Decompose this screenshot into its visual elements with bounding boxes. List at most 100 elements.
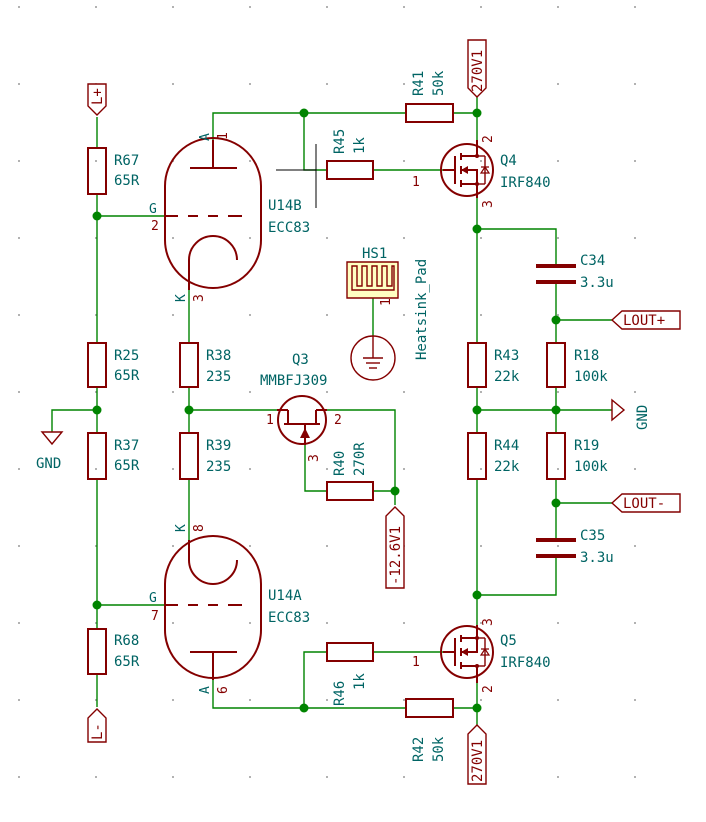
resistor-r25-value: 65R (114, 368, 140, 384)
grid-dot (634, 776, 636, 778)
grid-dot (172, 776, 174, 778)
resistor-r42-value: 50k (431, 736, 447, 762)
grid-dot (18, 622, 20, 624)
grid-dot (249, 237, 251, 239)
port-l-plus-label: L+ (90, 88, 106, 105)
grid-dot (557, 622, 559, 624)
resistor-r45-ref: R45 (332, 129, 348, 154)
grid-dot (172, 545, 174, 547)
capacitor-c35-ref: C35 (580, 528, 605, 544)
gnd-right-symbol: GND (611, 398, 651, 430)
grid-dot (557, 699, 559, 701)
resistor-r25: R25 65R (87, 342, 140, 388)
grid-dot (634, 160, 636, 162)
mosfet-q4-ref: Q4 (500, 153, 517, 169)
resistor-r45-value: 1k (352, 137, 368, 154)
junction (472, 703, 482, 713)
tube-u14b-pin-anode: 1 (216, 132, 231, 140)
grid-dot (249, 83, 251, 85)
junction (472, 405, 482, 415)
grid-dot (249, 468, 251, 470)
mosfet-q5-ref: Q5 (500, 633, 517, 649)
heatsink-hs1-value: Heatsink_Pad (414, 259, 430, 360)
resistor-r44-value: 22k (494, 459, 520, 475)
jfet-q3: 1 2 3 Q3 MMBFJ309 (260, 352, 342, 462)
grid-dot (326, 468, 328, 470)
resistor-r43: R43 22k (467, 342, 520, 388)
grid-dot (557, 160, 559, 162)
grid-dot (480, 391, 482, 393)
capacitor-c34-value: 3.3u (580, 275, 614, 291)
mosfet-q5-value: IRF840 (500, 655, 551, 671)
grid-dot (172, 314, 174, 316)
resistor-r37-ref: R37 (114, 438, 139, 454)
grid-dot (403, 160, 405, 162)
grid-dot (557, 83, 559, 85)
grid-dot (403, 237, 405, 239)
resistor-r44: R44 22k (467, 432, 520, 480)
grid-dot (634, 545, 636, 547)
resistor-r68-value: 65R (114, 654, 140, 670)
grid-dot (18, 83, 20, 85)
grid-dot (18, 776, 20, 778)
junction (472, 108, 482, 118)
tube-u14a-label-grid: G (149, 591, 157, 606)
mosfet-q4: 1 2 3 Q4 IRF840 (412, 135, 551, 208)
port-hv-top-label: 270V1 (470, 50, 486, 92)
grid-dot (95, 6, 97, 8)
jfet-q3-pin2: 2 (334, 413, 342, 428)
resistor-r67: R67 65R (87, 147, 140, 195)
tube-u14a-value: ECC83 (268, 610, 310, 626)
resistor-r67-value: 65R (114, 173, 140, 189)
tube-u14b-value: ECC83 (268, 220, 310, 236)
wire-jfet-gate (304, 445, 327, 492)
grid-dot (557, 468, 559, 470)
grid-dot (172, 622, 174, 624)
resistor-r19: R19 100k (546, 432, 608, 480)
grid-dot (403, 314, 405, 316)
grid-dot (249, 545, 251, 547)
junction (551, 498, 561, 508)
grid-dot (480, 699, 482, 701)
grid-dot (18, 237, 20, 239)
grid-dot (326, 622, 328, 624)
capacitor-c34-ref: C34 (580, 253, 605, 269)
resistor-r68: R68 65R (87, 628, 140, 675)
tube-u14b-label-grid: G (149, 202, 157, 217)
jfet-q3-pin1: 1 (266, 413, 274, 428)
resistor-r40-value: 270R (352, 442, 368, 476)
gnd-left-label: GND (36, 456, 61, 472)
resistor-r40-ref: R40 (332, 451, 348, 476)
resistor-r38: R38 235 (179, 342, 231, 388)
port-l-plus: L+ (87, 83, 107, 116)
mosfet-q4-value: IRF840 (500, 175, 551, 191)
grid-dot (480, 545, 482, 547)
grid-dot (249, 699, 251, 701)
junction (184, 405, 194, 415)
resistor-r46-value: 1k (352, 673, 368, 690)
junction (551, 405, 561, 415)
gnd-right-label: GND (635, 405, 651, 430)
port-l-minus-label: L- (90, 723, 106, 740)
port-lout-minus: LOUT- (610, 493, 681, 513)
grid-dot (326, 314, 328, 316)
grid-dot (249, 314, 251, 316)
grid-dot (403, 622, 405, 624)
grid-dot (480, 314, 482, 316)
capacitor-c35: C35 3.3u (536, 528, 614, 566)
grid-dot (326, 83, 328, 85)
grid-dot (403, 776, 405, 778)
resistor-r40: R40 270R (326, 442, 374, 501)
grid-dot (18, 6, 20, 8)
grid-dot (18, 699, 20, 701)
resistor-r44-ref: R44 (494, 438, 519, 454)
wire-jfet-source (327, 409, 396, 491)
grid-dot (172, 83, 174, 85)
grid-dot (634, 83, 636, 85)
capacitor-c35-value: 3.3u (580, 550, 614, 566)
wires (51, 97, 612, 725)
grid-dot (18, 545, 20, 547)
resistor-r19-value: 100k (574, 459, 608, 475)
grid-dot (634, 699, 636, 701)
port-hv-bottom: 270V1 (467, 724, 487, 785)
